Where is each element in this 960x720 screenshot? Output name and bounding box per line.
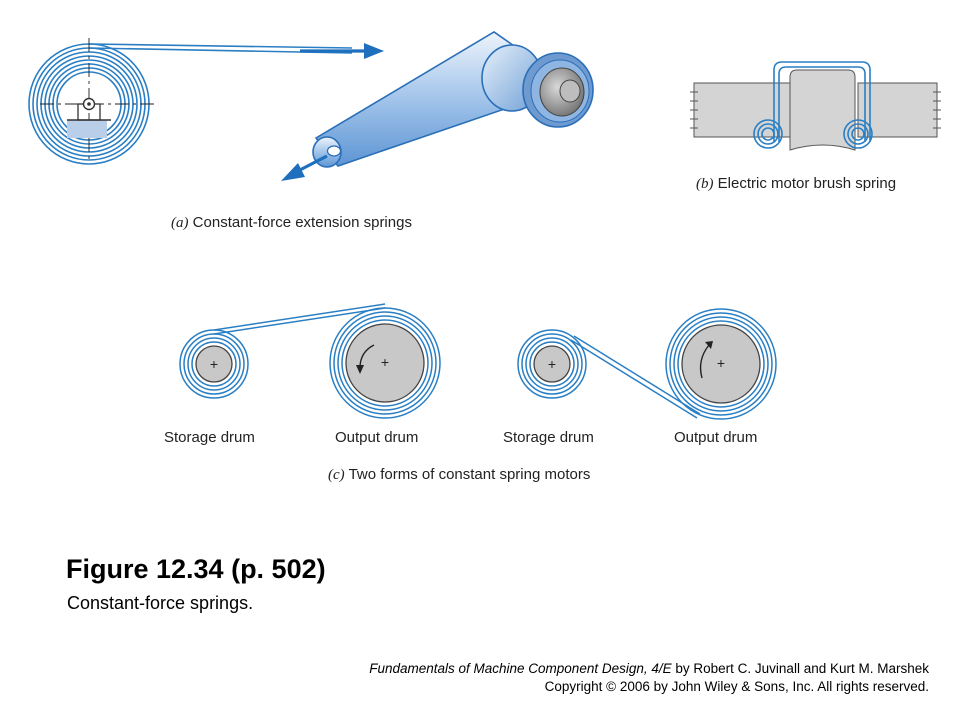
credit-book: Fundamentals of Machine Component Design…	[369, 661, 672, 676]
storage-drum-label-2: Storage drum	[503, 429, 594, 446]
panel-c-letter: (c)	[328, 467, 345, 483]
credit-line-1: Fundamentals of Machine Component Design…	[369, 660, 929, 678]
panel-b-caption-text: Electric motor brush spring	[717, 175, 897, 192]
panel-a-roller-spring	[312, 31, 594, 168]
output-drum-1	[345, 323, 425, 403]
panel-a-pull-arrow-down-left	[281, 154, 328, 181]
svg-text:+: +	[381, 354, 389, 370]
panel-c-caption: (c) Two forms of constant spring motors	[328, 466, 590, 484]
panel-a-caption-text: Constant-force extension springs	[192, 214, 412, 231]
credit-authors: by Robert C. Juvinall and Kurt M. Marshe…	[675, 661, 929, 676]
svg-text:+: +	[548, 356, 556, 372]
storage-drum-1	[195, 345, 233, 383]
svg-text:+: +	[210, 356, 218, 372]
output-drum-label-2: Output drum	[674, 429, 758, 446]
storage-drum-label-1: Storage drum	[164, 429, 255, 446]
panel-c-motor-1: + +	[179, 303, 441, 419]
credit-copyright: Copyright © 2006 by John Wiley & Sons, I…	[544, 679, 929, 694]
panel-b-brush-spring	[690, 61, 941, 151]
panel-a-letter: (a)	[171, 215, 189, 231]
panel-b-caption: (b) Electric motor brush spring	[696, 175, 896, 193]
panel-c-caption-text: Two forms of constant spring motors	[348, 466, 591, 483]
panel-a-caption: (a) Constant-force extension springs	[171, 214, 412, 232]
figure-title: Figure 12.34 (p. 502)	[66, 554, 326, 584]
panel-b-letter: (b)	[696, 176, 714, 192]
panel-a-pull-arrow-right	[300, 43, 384, 59]
panel-c-motor-2: + +	[517, 308, 777, 420]
output-drum-2	[681, 324, 761, 404]
figure-subtitle: Constant-force springs.	[67, 593, 254, 613]
output-drum-label-1: Output drum	[335, 429, 419, 446]
panel-a-bracket	[40, 38, 156, 160]
credit-block: Fundamentals of Machine Component Design…	[369, 660, 929, 696]
storage-drum-2	[533, 345, 571, 383]
svg-text:+: +	[717, 355, 725, 371]
